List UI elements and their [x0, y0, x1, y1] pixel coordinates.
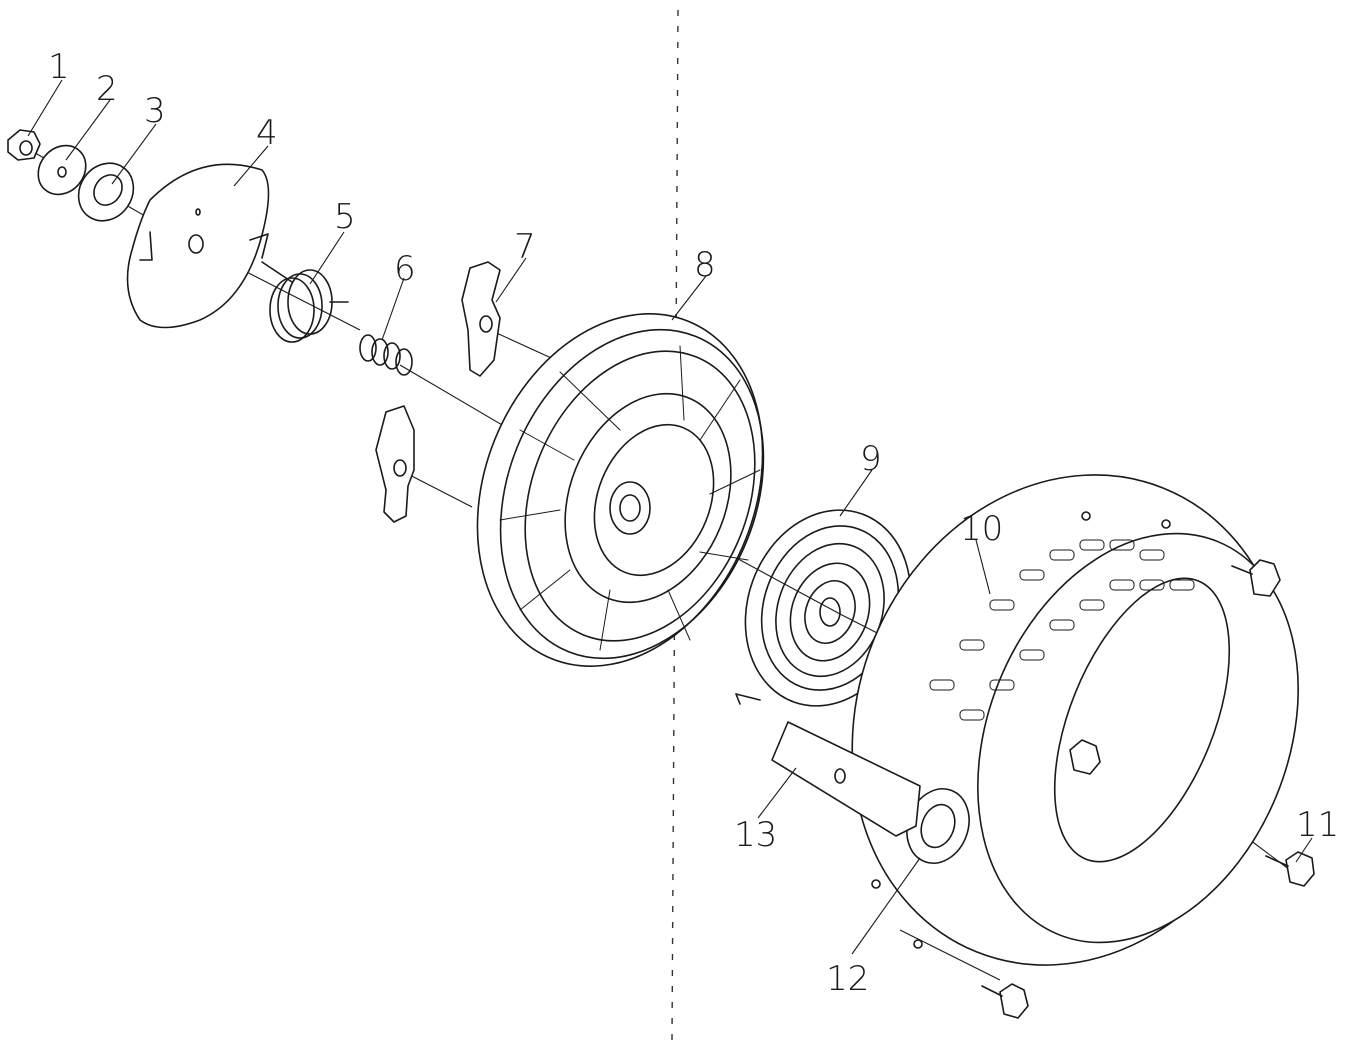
callout-labels: 1 2 3 4 5 6 7 8 9 10 11 12 13 — [48, 47, 1339, 999]
part-4-friction-plate — [126, 163, 270, 329]
callout-11: 11 — [1296, 805, 1339, 845]
callout-leaders — [27, 79, 1313, 955]
callout-13: 13 — [734, 815, 777, 855]
callout-9: 9 — [860, 439, 882, 479]
part-2-flat-washer — [37, 144, 87, 196]
callout-2: 2 — [96, 69, 118, 109]
part-5-ratchet-spring — [261, 261, 349, 343]
callout-10: 10 — [960, 509, 1003, 549]
part-6-compression-spring — [359, 334, 413, 376]
callout-12: 12 — [826, 959, 869, 999]
part-3-thick-washer — [77, 162, 135, 222]
part-7-pawl-upper — [461, 261, 501, 377]
callout-6: 6 — [394, 249, 416, 289]
callout-8: 8 — [694, 245, 716, 285]
part-8-reel-pulley — [476, 313, 765, 667]
part-7-pawl-lower — [375, 405, 415, 523]
part-13-bracket-strip — [771, 721, 921, 837]
callout-3: 3 — [144, 91, 166, 131]
part-1-hex-nut — [7, 129, 41, 161]
callout-7: 7 — [514, 227, 536, 267]
callout-1: 1 — [48, 47, 70, 87]
callout-4: 4 — [256, 113, 278, 153]
part-10-starter-housing — [851, 474, 1299, 966]
callout-5: 5 — [334, 197, 356, 237]
part-11-hex-bolts — [981, 559, 1315, 1019]
